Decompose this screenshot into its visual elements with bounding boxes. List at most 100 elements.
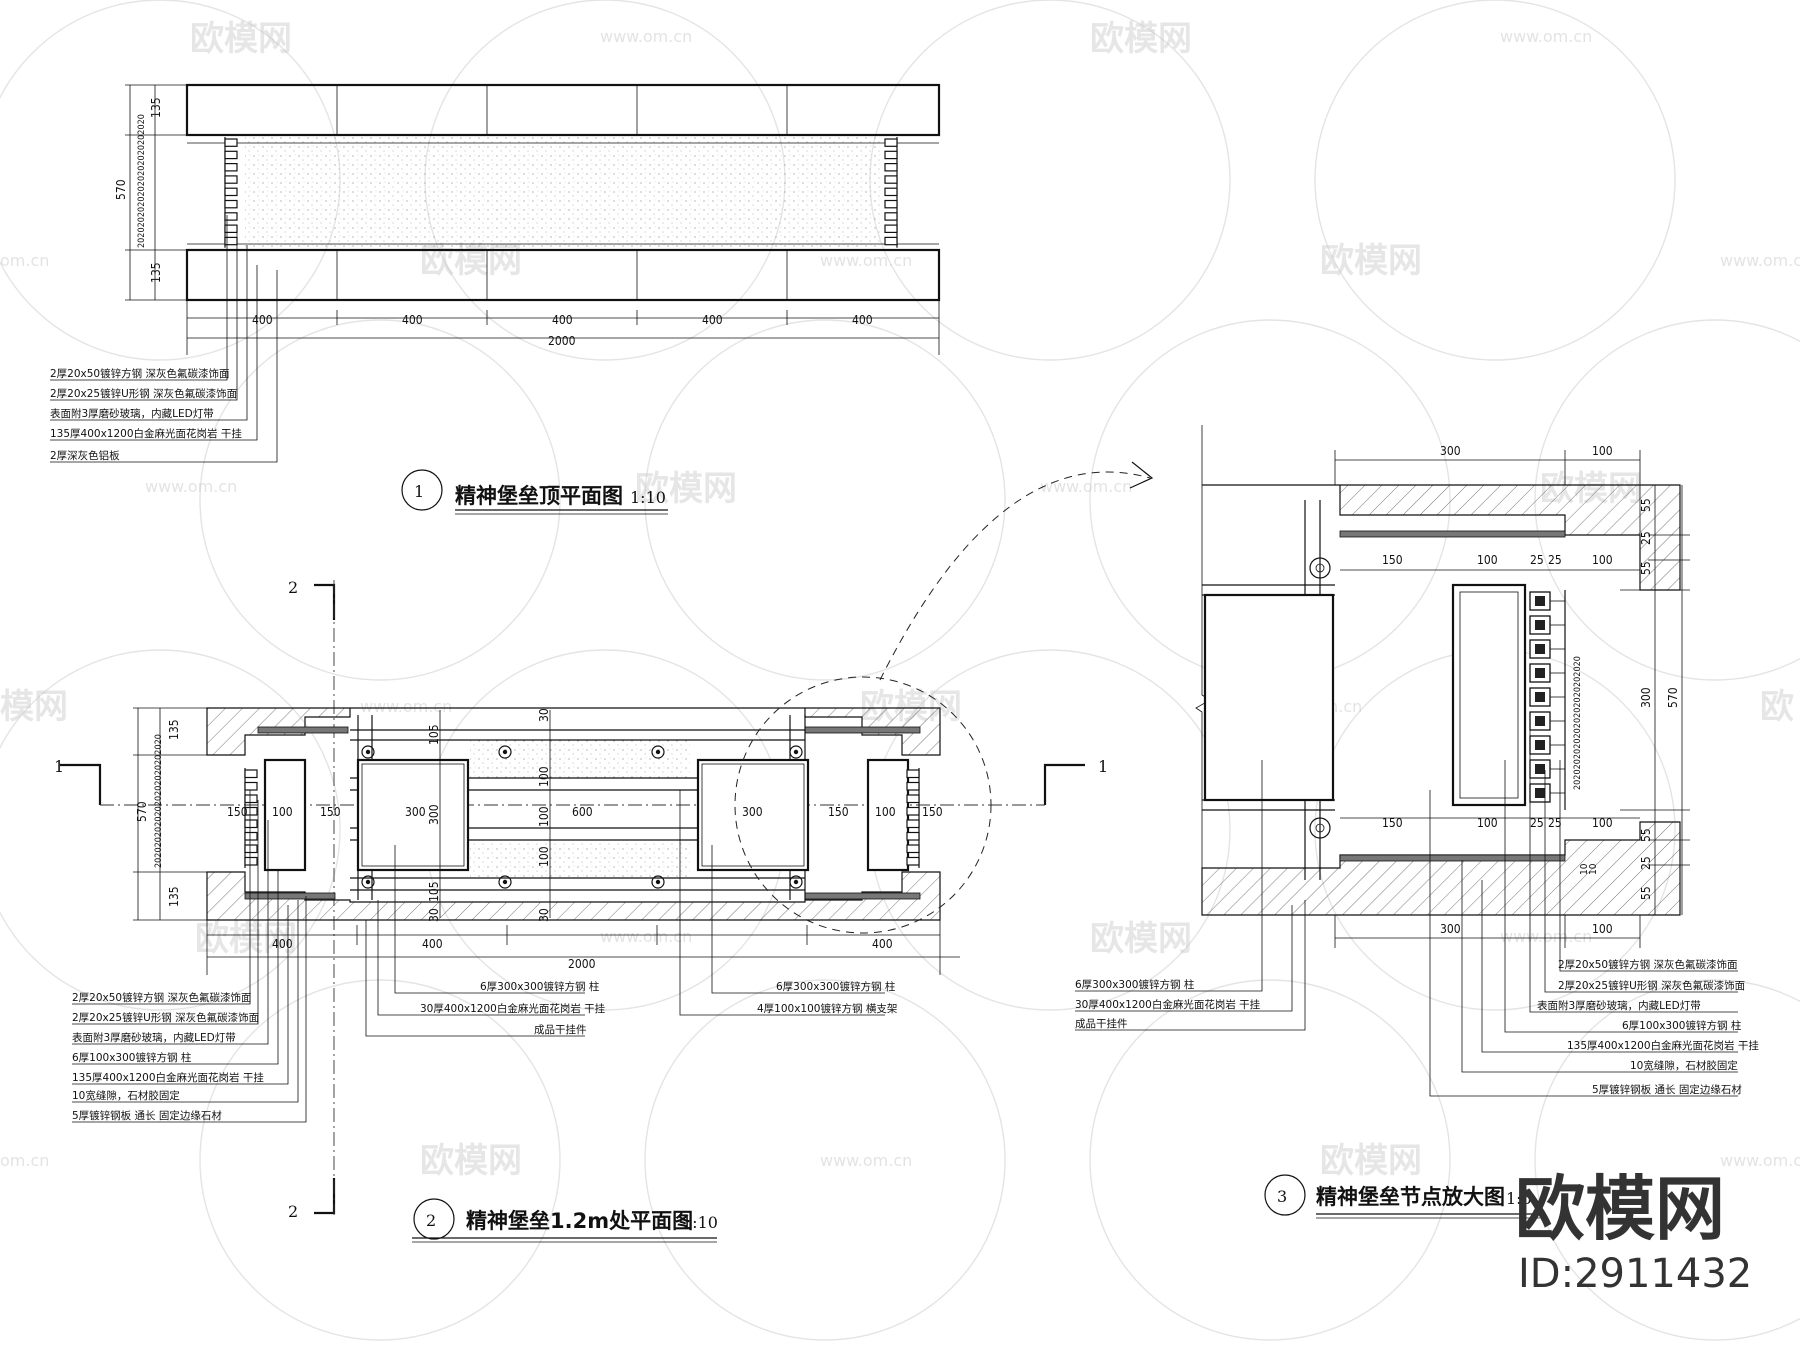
note: 6厚100x300镀锌方钢 柱 — [1622, 1019, 1742, 1032]
steel-plate — [1339, 530, 1566, 538]
dim-right-lower: 55 — [1639, 886, 1653, 900]
glass-strip — [470, 840, 690, 878]
watermark-brand: 欧模网 — [1090, 19, 1192, 59]
anchor-bolt — [789, 875, 803, 889]
watermark-url: www.om.cn — [1500, 927, 1592, 946]
view-scale: 1:5 — [1506, 1189, 1532, 1208]
fin-profile — [884, 150, 898, 160]
frosted-glass-field — [245, 137, 880, 248]
watermark-url: www.om.cn — [1720, 1151, 1800, 1170]
stone-band-bottom — [206, 871, 941, 921]
note: 10宽缝隙，石材胶固定 — [1630, 1059, 1738, 1072]
watermark-url-partial: om.cn — [0, 251, 49, 270]
note: 6厚300x300镀锌方钢 柱 — [776, 980, 896, 993]
joint-lines — [336, 85, 788, 300]
bottom-stone-band — [185, 248, 941, 302]
note: 2厚20x50镀锌方钢 深灰色氟碳漆饰面 — [72, 991, 251, 1004]
fin-profile — [224, 150, 238, 160]
detail-callout-arc — [879, 471, 1151, 681]
watermark-brand-partial: 模网 — [0, 687, 68, 727]
watermark-url: www.om.cn — [820, 1151, 912, 1170]
fin-profile — [884, 163, 898, 172]
section-mark-1: 1 — [54, 757, 64, 776]
dim-overall-height: 570 — [114, 179, 128, 200]
anchor-bolt — [498, 875, 512, 889]
fin-column-left — [224, 137, 238, 248]
dim-row-lower: 25 — [1530, 816, 1544, 830]
break-line — [1195, 425, 1211, 915]
dim-overall-height: 570 — [1666, 687, 1680, 708]
anchor-bolt — [361, 875, 375, 889]
note: 6厚100x300镀锌方钢 柱 — [72, 1051, 192, 1064]
watermark-url: www.om.cn — [600, 27, 692, 46]
fin-profile — [884, 187, 898, 197]
fin-column-right — [906, 768, 920, 868]
fin-profile — [244, 769, 258, 779]
dim-row: 600 — [572, 805, 593, 819]
watermark-brand-partial: 欧 — [1760, 687, 1794, 727]
note: 30厚400x1200白金麻光面花岗岩 干挂 — [1075, 998, 1261, 1011]
note: 5厚镀锌钢板 通长 固定边缘石材 — [72, 1109, 222, 1122]
dim-mid: 100 — [537, 766, 551, 787]
note-u-channel: 2厚20x25镀锌U形钢 深灰色氟碳漆饰面 — [50, 387, 237, 400]
steel-column-100 — [866, 758, 910, 872]
dim-segment: 400 — [552, 313, 573, 327]
dim-row-lower: 25 — [1548, 816, 1562, 830]
dim-overall-length: 2000 — [548, 334, 576, 348]
stone-band-bottom — [1201, 821, 1681, 916]
view2-section-plan: 1 1 2 2 — [54, 461, 1154, 1243]
fin-profile — [224, 187, 238, 197]
dim-right-upper: 25 — [1639, 531, 1653, 545]
dim-segment: 400 — [852, 313, 873, 327]
fin-profile — [884, 212, 898, 221]
watermark-url: www.om.cn — [1040, 477, 1132, 496]
watermark-brand: 欧模网 — [1320, 241, 1422, 281]
anchor-bolt — [361, 745, 375, 759]
fin-profile — [224, 212, 238, 221]
dim-top: 100 — [1592, 444, 1613, 458]
fin-profile — [244, 781, 258, 791]
view-number-circle — [401, 469, 443, 511]
dim-mid: 100 — [537, 846, 551, 867]
dim-row-lower: 100 — [1477, 816, 1498, 830]
dim-row-upper: 100 — [1477, 553, 1498, 567]
anchor-bolt — [1309, 817, 1331, 839]
dim-row-lower: 100 — [1592, 816, 1613, 830]
note: 6厚300x300镀锌方钢 柱 — [1075, 978, 1195, 991]
note: 表面附3厚磨砂玻璃，内藏LED灯带 — [1537, 999, 1701, 1012]
steel-plate — [804, 892, 921, 900]
fin-profile — [906, 856, 920, 866]
dim-row: 100 — [875, 805, 896, 819]
dim-bottom-segment: 400 — [272, 937, 293, 951]
view-title: 精神堡垒节点放大图 — [1316, 1185, 1505, 1209]
note-granite: 135厚400x1200白金麻光面花岗岩 干挂 — [50, 427, 242, 440]
fin-profile — [224, 163, 238, 172]
watermark-url: www.om.cn — [600, 927, 692, 946]
leader-lines — [1429, 720, 1738, 1097]
dim-row: 100 — [272, 805, 293, 819]
note: 10宽缝隙，石材胶固定 — [72, 1089, 180, 1102]
horizontal-dimension — [1334, 450, 1641, 819]
fin-profile — [884, 138, 898, 147]
fin-profile — [884, 236, 898, 246]
dim-right-lower: 55 — [1639, 828, 1653, 842]
anchor-bolt — [789, 745, 803, 759]
watermark-brand: 欧模网 — [1320, 1141, 1422, 1181]
watermark-brand: 欧模网 — [190, 19, 292, 59]
note-aluminum: 2厚深灰色铝板 — [50, 449, 120, 462]
note: 4厚100x100镀锌方钢 横支架 — [757, 1002, 898, 1015]
brand-id: ID:2911432 — [1518, 1251, 1752, 1297]
note: 2厚20x25镀锌U形钢 深灰色氟碳漆饰面 — [72, 1011, 259, 1024]
dim-row-upper: 25 — [1530, 553, 1544, 567]
dim-bottom: 300 — [1440, 922, 1461, 936]
watermark-url: www.om.cn — [1720, 251, 1800, 270]
leader-lines — [365, 790, 885, 1037]
watermark-url: www.om.cn — [145, 477, 237, 496]
steel-plate — [257, 726, 349, 734]
dim-band-top: 135 — [149, 97, 163, 118]
fin-profile — [224, 138, 238, 147]
dim-bottom: 100 — [1592, 922, 1613, 936]
note: 2厚20x25镀锌U形钢 深灰色氟碳漆饰面 — [1558, 979, 1745, 992]
fin-profile — [906, 806, 920, 816]
view-number: 2 — [426, 1211, 436, 1230]
